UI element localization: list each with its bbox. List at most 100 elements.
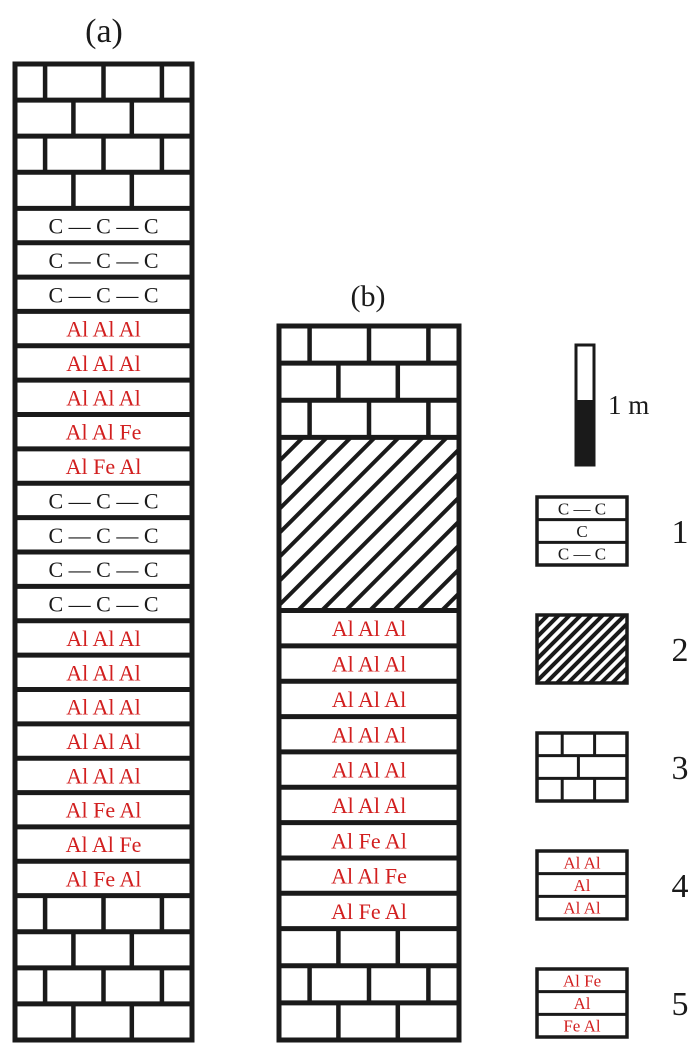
layer-limestone xyxy=(15,893,192,932)
carbon-layer-label: C — C — C xyxy=(48,282,158,307)
layer-limestone xyxy=(279,1000,459,1040)
carbon-layer-label: C — C — C xyxy=(48,248,158,273)
layer-element: Al Al Al xyxy=(279,678,459,717)
legend-hatch-line xyxy=(588,643,627,683)
element-layer-label: Al Al Fe xyxy=(331,864,407,889)
layer-limestone xyxy=(279,963,459,1003)
layer-hatch-line xyxy=(392,542,459,612)
layer-limestone xyxy=(15,169,192,209)
layer-fill xyxy=(15,242,192,278)
layer-carbon: C — C — C xyxy=(15,274,192,312)
layer-fill xyxy=(15,586,192,621)
layer-fill xyxy=(279,928,459,966)
legend-number: 1 xyxy=(672,514,689,551)
layer-fill xyxy=(279,610,459,646)
element-layer-label: Al Fe Al xyxy=(66,866,142,891)
legend-hatch-line xyxy=(566,621,627,683)
element-layer-label: Al Al Al xyxy=(332,722,407,747)
legend-number: 3 xyxy=(672,750,689,787)
legend-hatch-line xyxy=(537,615,539,618)
legend-hatch-line xyxy=(537,615,583,662)
layer-limestone xyxy=(15,133,192,173)
layer-limestone xyxy=(279,926,459,966)
scale-bar-filled xyxy=(576,400,594,465)
legend-hatch xyxy=(537,615,700,683)
layer-fill xyxy=(15,723,192,759)
element-layer-label: Al Al Al xyxy=(66,729,141,754)
carbon-layer-label: C — C — C xyxy=(48,557,158,582)
layer-fill xyxy=(15,277,192,312)
legend-number: 2 xyxy=(672,632,689,669)
layer-fill xyxy=(279,1002,459,1040)
layer-element: Al Al Al xyxy=(15,308,192,346)
layer-hatch-line xyxy=(296,446,459,612)
layer-element: Al Fe Al xyxy=(15,790,192,827)
layer-limestone xyxy=(279,360,459,401)
legend-row-text: C — C xyxy=(558,499,606,518)
layer-fill xyxy=(15,620,192,656)
legend-row-text: Al Al xyxy=(563,853,601,872)
legend-brick xyxy=(537,733,627,801)
layer-limestone xyxy=(279,326,459,364)
legend-number: 4 xyxy=(672,868,689,905)
legend-item-3: 3 xyxy=(535,731,689,803)
layer-element: Al Al Fe xyxy=(15,824,192,862)
layer-hatch-line xyxy=(279,435,329,489)
scale-bar: 1 m xyxy=(574,343,649,467)
layer-hatch-line xyxy=(416,566,459,612)
layer-fill xyxy=(15,483,192,518)
layer-element: Al Al Fe xyxy=(15,412,192,449)
panel-label-a: (a) xyxy=(85,13,123,50)
element-layer-label: Al Al Al xyxy=(66,317,141,342)
layer-fill xyxy=(15,380,192,415)
legend-swatch-fill xyxy=(537,969,627,1037)
layer-fill xyxy=(15,414,192,449)
layer-element: Al Al Al xyxy=(15,755,192,793)
legend-hatch-line xyxy=(689,615,700,683)
layer-hatch-line xyxy=(279,435,401,561)
element-layer-label: Al Al Al xyxy=(332,652,407,677)
element-layer-label: Al Al Fe xyxy=(66,832,142,857)
layer-limestone xyxy=(15,929,192,968)
layer-carbon: C — C — C xyxy=(15,240,192,278)
layer-hatch-line xyxy=(344,494,459,612)
legend-hatch-line xyxy=(555,615,627,683)
carbon-layer-label: C — C — C xyxy=(48,214,158,239)
legend-row-text: Al Al xyxy=(563,899,601,918)
layer-fill xyxy=(279,645,459,682)
layer-element: Al Al Al xyxy=(279,608,459,646)
element-layer-label: Al Al Al xyxy=(66,763,141,788)
layer-element: Al Fe Al xyxy=(279,890,459,929)
layer-element: Al Fe Al xyxy=(15,446,192,484)
column-b-outline xyxy=(276,323,462,1043)
layer-fill xyxy=(15,208,192,243)
legend-row-text: Al Fe xyxy=(563,971,601,990)
legend-hatch-line xyxy=(544,615,616,683)
legend-row-text: Fe Al xyxy=(563,1017,601,1036)
element-layer-label: Al Al Al xyxy=(332,687,407,712)
layer-carbon: C — C — C xyxy=(15,205,192,243)
legend-row-text: C xyxy=(576,522,587,541)
carbon-layer-label: C — C — C xyxy=(48,523,158,548)
layer-fill xyxy=(279,681,459,717)
layer-fill xyxy=(15,861,192,896)
layer-limestone xyxy=(15,1001,192,1040)
carbon-layer-label: C — C — C xyxy=(48,488,158,513)
layer-element: Al Al Al xyxy=(15,652,192,690)
legend-swatch-fill xyxy=(537,497,627,565)
carbon-layer-label: C — C — C xyxy=(48,592,158,617)
element-layer-label: Al Al Al xyxy=(66,351,141,376)
element-layer-label: Al Al Fe xyxy=(66,420,142,445)
layer-element: Al Fe Al xyxy=(15,858,192,896)
legend-hatch-line xyxy=(537,615,605,683)
layer-fill xyxy=(279,822,459,858)
layer-hatch-line xyxy=(279,435,425,585)
layer-element: Al Al Al xyxy=(279,714,459,752)
layer-element: Al Al Al xyxy=(15,618,192,656)
legend-hatch-line xyxy=(537,615,561,640)
column-a-outline xyxy=(12,61,195,1043)
